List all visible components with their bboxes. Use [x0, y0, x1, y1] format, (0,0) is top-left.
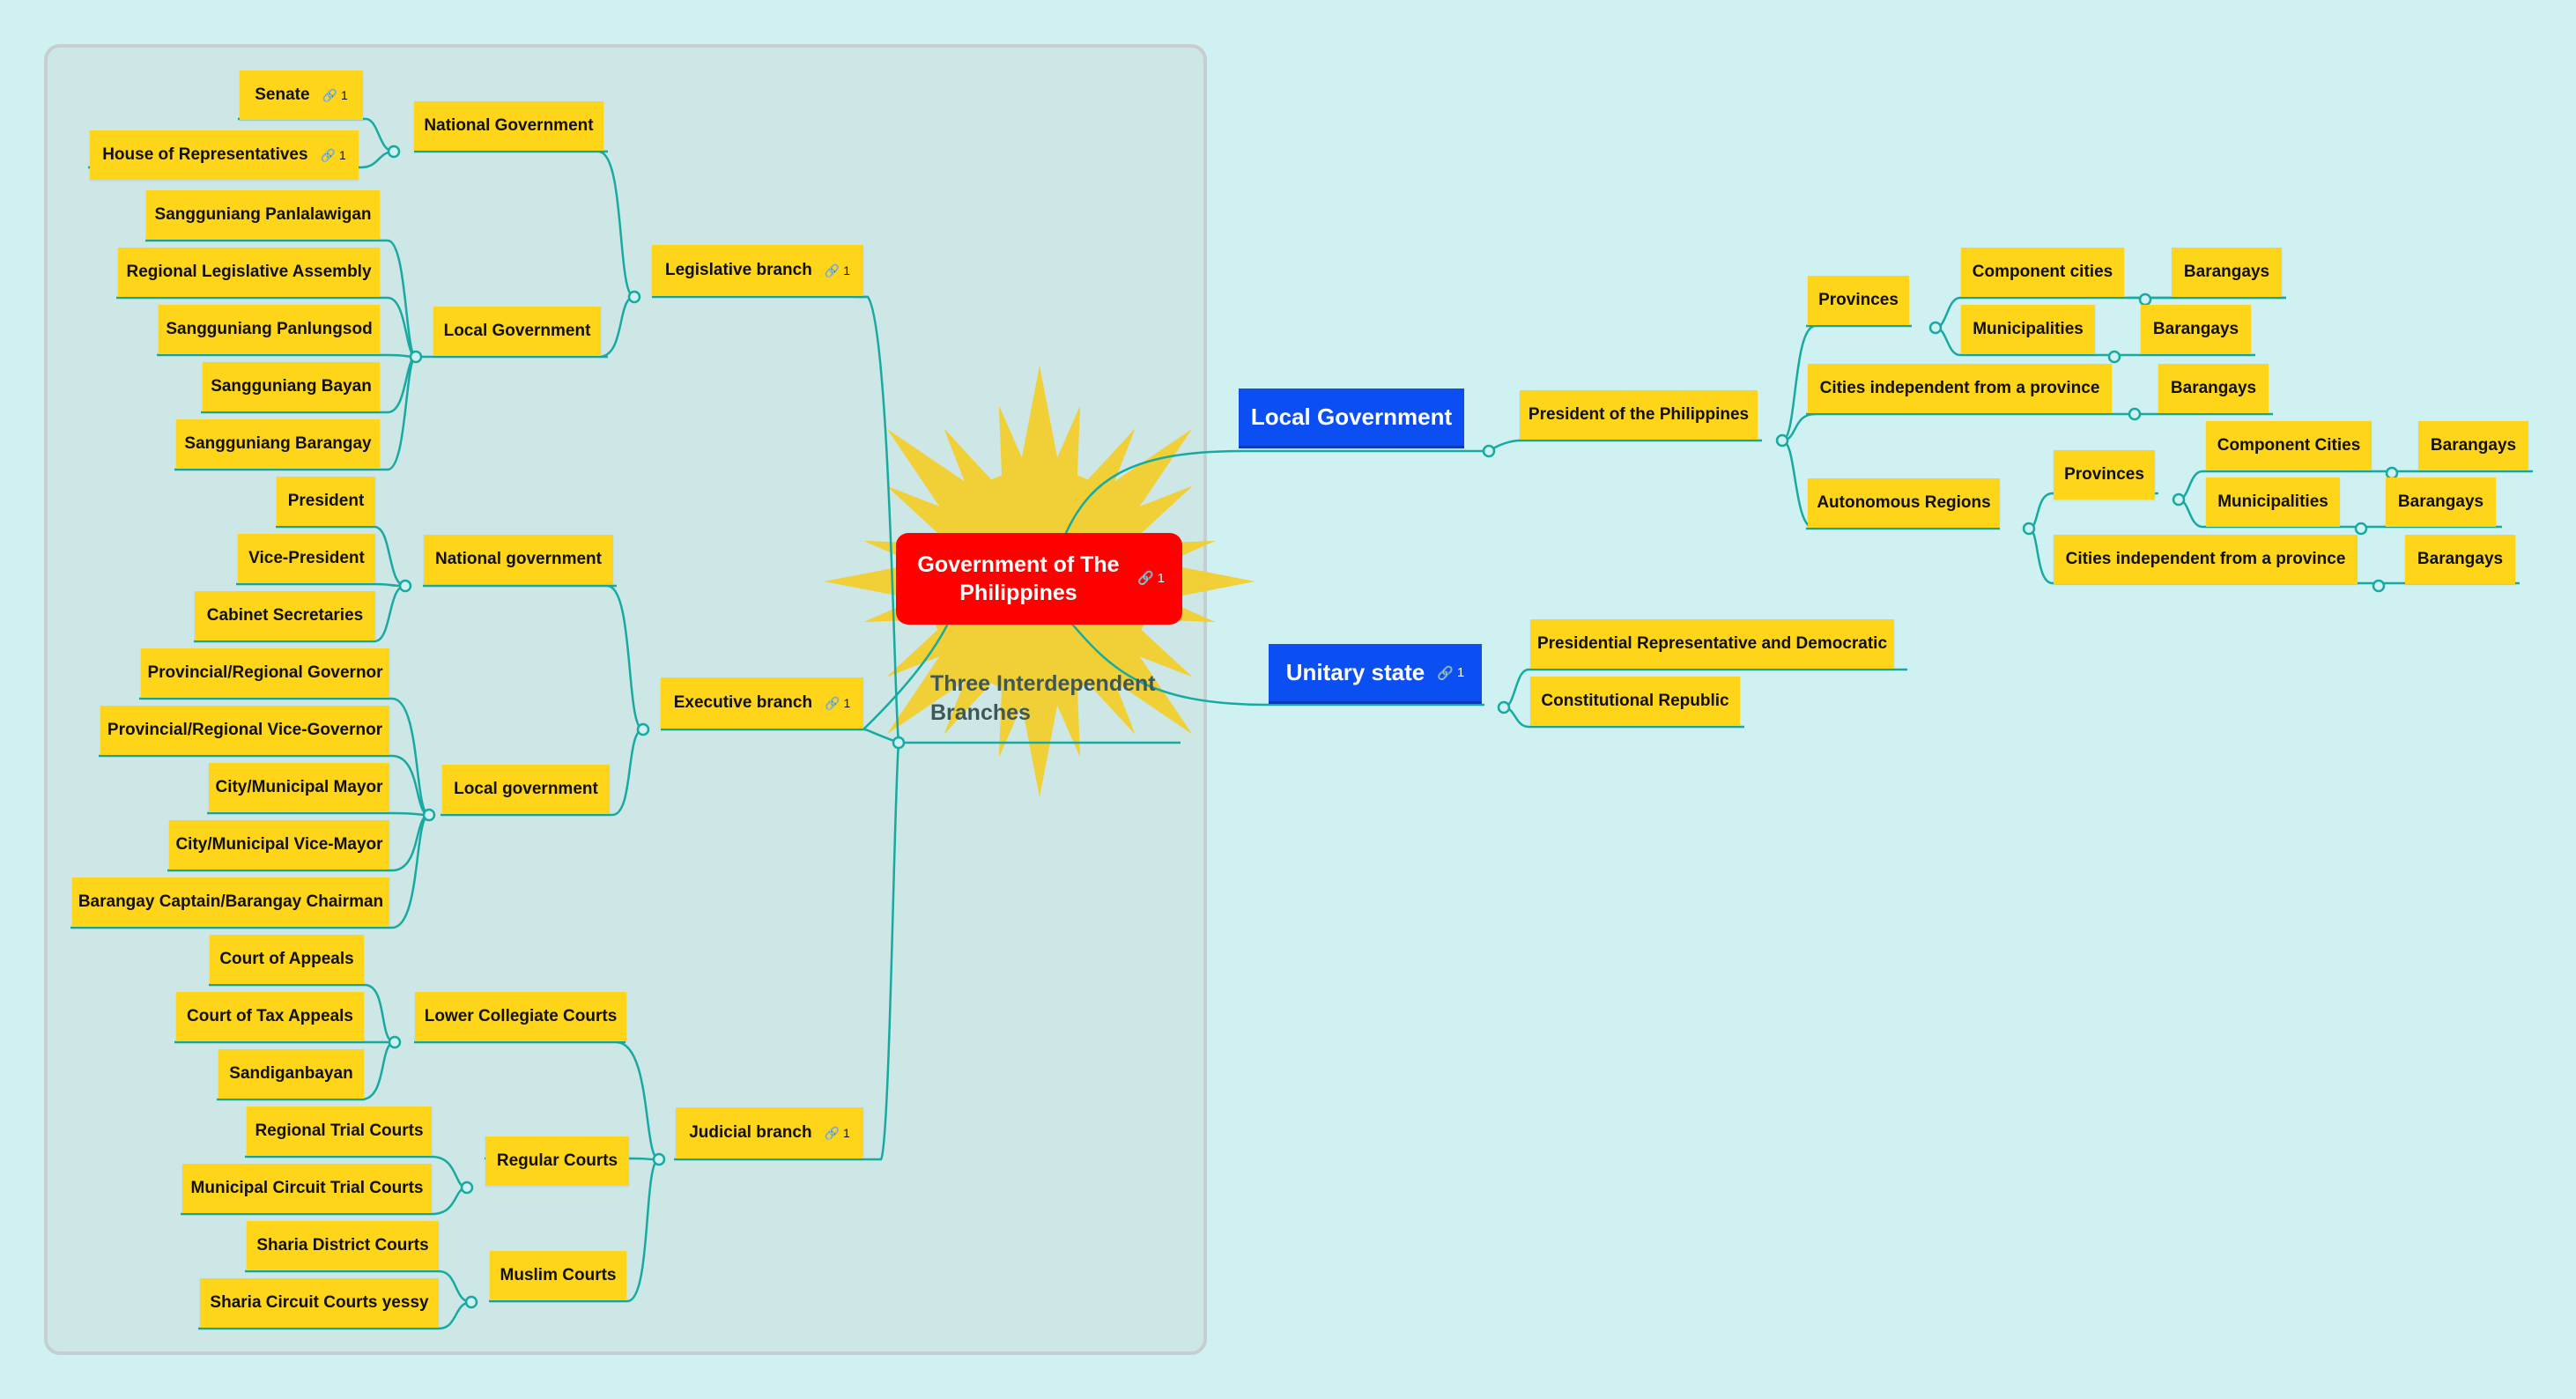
sun-ray	[886, 633, 988, 735]
sun-ray	[1017, 366, 1062, 485]
list-item[interactable]: Sangguniang Bayan	[203, 362, 380, 411]
sun-ray	[1113, 485, 1193, 544]
lower-collegiate-courts-topic[interactable]: Lower Collegiate Courts	[415, 992, 626, 1041]
barangays-topic[interactable]: Barangays	[2418, 421, 2528, 470]
sun-ray	[886, 485, 966, 544]
municipalities-topic[interactable]: Municipalities	[2206, 477, 2340, 527]
list-item[interactable]: Provincial/Regional Vice-Governor	[100, 706, 389, 755]
barangays-topic[interactable]: Barangays	[2172, 248, 2282, 297]
barangays-topic[interactable]: Barangays	[2386, 477, 2496, 527]
link-badge[interactable]: 🔗1	[1136, 571, 1165, 587]
list-item[interactable]: Regional Legislative Assembly	[118, 248, 380, 297]
component-cities-topic[interactable]: Component Cities	[2206, 421, 2372, 470]
sun-ray	[998, 672, 1033, 758]
list-item[interactable]: Provincial/Regional Governor	[141, 648, 389, 698]
list-item[interactable]: President	[277, 477, 375, 526]
house-of-representatives-topic[interactable]: House of Representatives 🔗1	[90, 130, 359, 180]
boundary-label[interactable]: Three Interdependent Branches	[930, 671, 1156, 725]
link-badge[interactable]: 🔗1	[824, 1125, 850, 1141]
link-badge[interactable]: 🔗1	[824, 263, 851, 278]
sun-ray	[944, 428, 1002, 508]
national-government-topic[interactable]: National Government	[414, 101, 603, 151]
list-item[interactable]: Presidential Representative and Democrat…	[1530, 619, 1894, 669]
list-item[interactable]: Sharia District Courts	[247, 1221, 439, 1270]
link-icon: 🔗	[825, 695, 840, 710]
list-item[interactable]: Sangguniang Panlungsod	[159, 305, 380, 354]
link-icon: 🔗	[824, 1125, 840, 1140]
sun-ray	[886, 428, 988, 529]
link-badge[interactable]: 🔗1	[322, 87, 348, 103]
component-cities-topic[interactable]: Component cities	[1961, 248, 2124, 297]
sun-ray	[1113, 619, 1193, 677]
national-government-topic[interactable]: National government	[424, 535, 613, 584]
independent-cities-topic[interactable]: Cities independent from a province	[1808, 364, 2112, 413]
sun-ray	[886, 619, 966, 677]
list-item[interactable]: City/Municipal Vice-Mayor	[169, 820, 389, 870]
executive-branch-topic[interactable]: Executive branch 🔗1	[661, 677, 863, 729]
list-item[interactable]: Barangay Captain/Barangay Chairman	[72, 877, 389, 927]
provinces-topic[interactable]: Provinces	[2054, 450, 2155, 500]
independent-cities-topic[interactable]: Cities independent from a province	[2054, 535, 2358, 584]
barangays-topic[interactable]: Barangays	[2158, 364, 2269, 413]
central-topic-title: Government of The Philippines	[917, 551, 1120, 606]
list-item[interactable]: Cabinet Secretaries	[195, 591, 375, 640]
list-item[interactable]: Sandiganbayan	[218, 1049, 364, 1099]
autonomous-regions-topic[interactable]: Autonomous Regions	[1808, 478, 2000, 528]
link-icon: 🔗	[1136, 571, 1154, 587]
list-item[interactable]: Court of Tax Appeals	[176, 992, 364, 1041]
unitary-state-topic[interactable]: Unitary state 🔗1	[1269, 644, 1482, 704]
list-item[interactable]: Sangguniang Panlalawigan	[146, 190, 380, 240]
sun-ray	[1077, 428, 1136, 508]
legislative-branch-topic[interactable]: Legislative branch 🔗1	[652, 245, 863, 296]
link-badge[interactable]: 🔗1	[320, 147, 346, 163]
municipalities-topic[interactable]: Municipalities	[1961, 305, 2095, 354]
link-badge[interactable]: 🔗1	[825, 695, 851, 711]
list-item[interactable]: Municipal Circuit Trial Courts	[182, 1164, 432, 1213]
local-government-topic[interactable]: Local government	[442, 765, 610, 814]
regular-courts-topic[interactable]: Regular Courts	[485, 1136, 629, 1186]
link-icon: 🔗	[824, 263, 840, 278]
sun-ray	[1092, 428, 1193, 529]
sun-ray	[1017, 678, 1062, 797]
list-item[interactable]: Vice-President	[238, 534, 375, 583]
link-badge[interactable]: 🔗1	[1437, 665, 1465, 681]
sun-ray	[1046, 405, 1081, 491]
list-item[interactable]: Regional Trial Courts	[247, 1107, 432, 1156]
list-item[interactable]: Court of Appeals	[210, 935, 364, 984]
judicial-branch-topic[interactable]: Judicial branch 🔗1	[676, 1107, 863, 1158]
provinces-topic[interactable]: Provinces	[1808, 276, 1909, 325]
central-topic[interactable]: Government of The Philippines 🔗1	[896, 533, 1182, 625]
link-icon: 🔗	[322, 87, 337, 102]
sun-ray	[1077, 655, 1136, 735]
local-government-topic[interactable]: Local Government	[433, 307, 601, 356]
senate-topic[interactable]: Senate 🔗1	[240, 70, 363, 120]
barangays-topic[interactable]: Barangays	[2141, 305, 2251, 354]
sun-ray	[944, 655, 1002, 735]
link-icon: 🔗	[320, 147, 336, 162]
president-topic[interactable]: President of the Philippines	[1520, 390, 1758, 440]
local-government-main-topic[interactable]: Local Government	[1239, 389, 1464, 448]
list-item[interactable]: Sharia Circuit Courts yessy	[200, 1278, 439, 1328]
list-item[interactable]: Constitutional Republic	[1530, 677, 1740, 726]
list-item[interactable]: Sangguniang Barangay	[176, 419, 380, 469]
barangays-topic[interactable]: Barangays	[2405, 535, 2515, 584]
muslim-courts-topic[interactable]: Muslim Courts	[490, 1251, 626, 1300]
list-item[interactable]: City/Municipal Mayor	[209, 763, 389, 812]
link-icon: 🔗	[1437, 665, 1454, 681]
